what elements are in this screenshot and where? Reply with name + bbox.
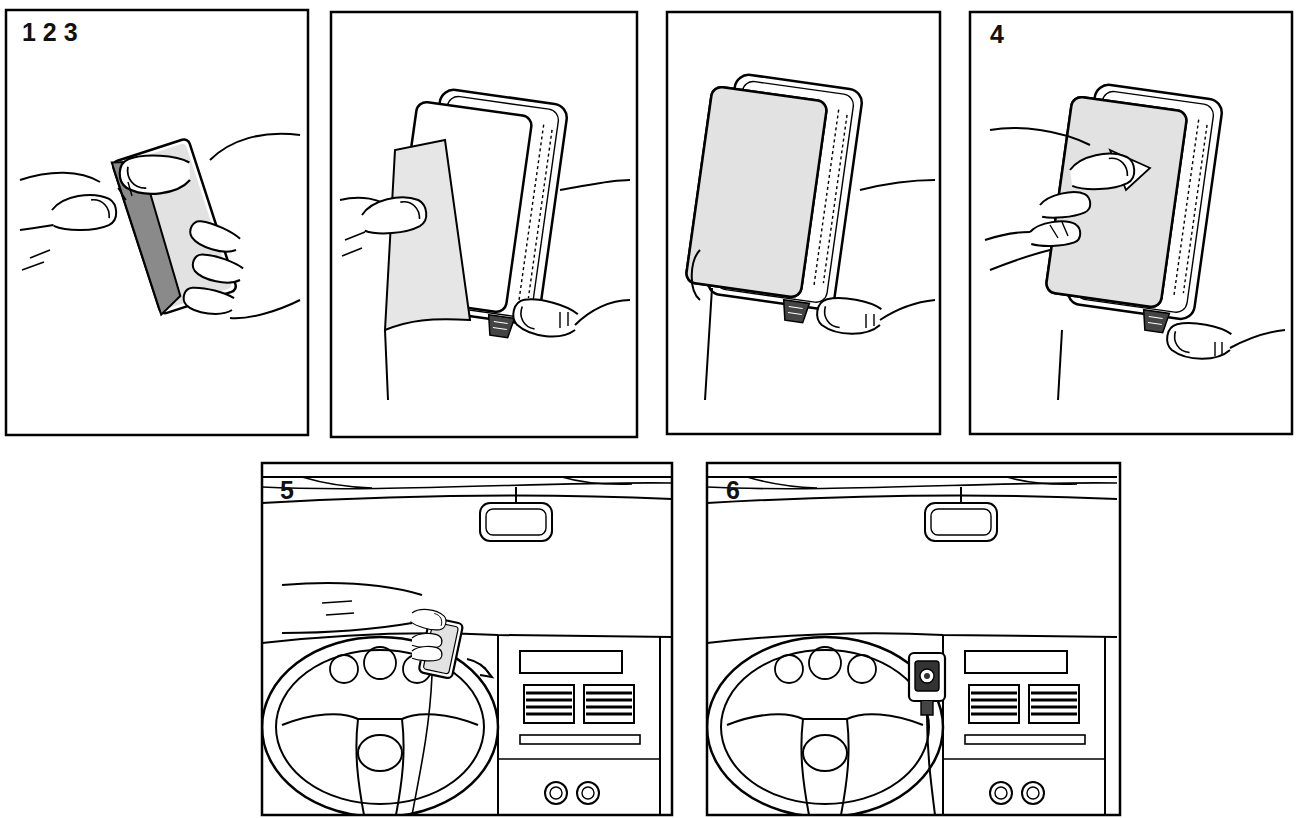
callout-number: 5 (280, 478, 294, 503)
peel-pad-figure (20, 134, 300, 319)
car-interior-installed (707, 477, 1117, 815)
pad-and-mount-figure (340, 85, 630, 400)
peel-film-figure (985, 80, 1285, 400)
callout-number: 6 (726, 478, 740, 503)
callout-number: 4 (990, 22, 1004, 47)
attached-pad-figure (682, 70, 935, 400)
panel-frame (970, 12, 1292, 434)
panel-frame (262, 463, 672, 815)
panel-frame (331, 12, 637, 437)
panel-frame (667, 12, 940, 434)
panel-frame (6, 10, 308, 435)
callout-number: 1 2 3 (22, 20, 78, 45)
car-interior-placing (262, 477, 672, 815)
panel-frame (707, 463, 1120, 815)
